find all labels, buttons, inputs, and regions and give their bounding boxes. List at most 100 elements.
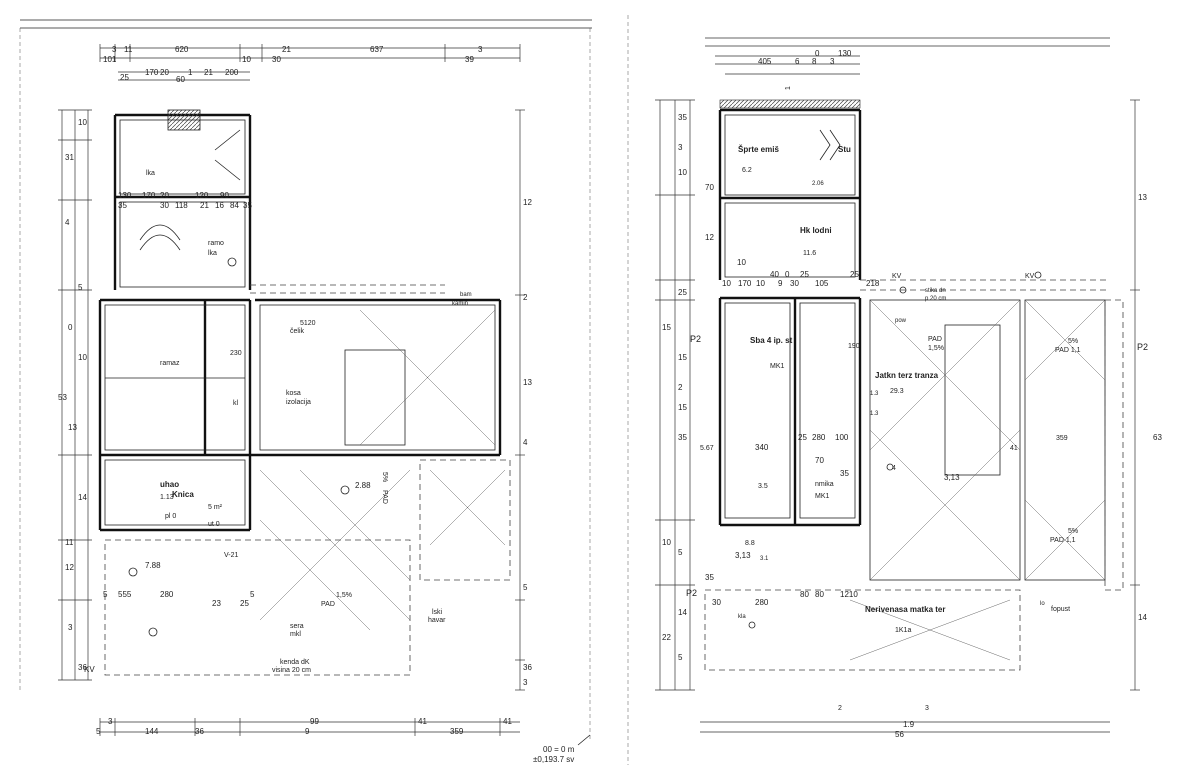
plan-label: kamin xyxy=(452,301,468,307)
plan-label: PAD xyxy=(381,490,388,504)
inner-dim: 9 xyxy=(778,279,783,288)
inner-dim: 5 xyxy=(103,590,108,599)
bottom-dim: 99 xyxy=(310,717,319,726)
plan-label: 5120 xyxy=(300,320,316,327)
inner-dim: 280 xyxy=(160,590,174,599)
plan-label: kenda dK xyxy=(280,659,310,666)
left-dim: 0 xyxy=(68,323,73,332)
inner-dim: 30 xyxy=(790,279,799,288)
right-dim: 3 xyxy=(523,678,528,687)
right-floor-plan: 0 130 405 6 8 3 35 3 10 70 12 10 25 15 1… xyxy=(655,37,1162,739)
plan-label: 4 xyxy=(892,465,896,472)
inner-dim: 35 xyxy=(243,201,252,210)
inner-dim: 30 xyxy=(712,598,721,607)
left-dim: 4 xyxy=(65,218,70,227)
plan-label: havar xyxy=(428,617,446,624)
room-area: 1.13 xyxy=(160,494,174,501)
inner-dim: 130 xyxy=(118,191,132,200)
left-dim: 14 xyxy=(78,493,87,502)
level-arrow xyxy=(577,734,591,746)
inner-dim: 5 xyxy=(250,590,255,599)
plan-label: 1,5% xyxy=(928,345,944,352)
level-marker: 00 = 0 m xyxy=(543,745,575,754)
top-dim: 10 xyxy=(242,55,251,64)
inner-dim: 25 xyxy=(240,599,249,608)
plan-label: V-21 xyxy=(224,552,239,559)
level-marker: ±0,193.7 sv xyxy=(533,755,574,764)
bottom-dim: 144 xyxy=(145,727,159,736)
plan-label: P2 xyxy=(1137,342,1148,352)
right-dim: 4 xyxy=(523,438,528,447)
inner-dim: 40 xyxy=(770,270,779,279)
plan-label: bam xyxy=(460,292,472,298)
right-dim: 36 xyxy=(523,663,532,672)
left-plan-walls xyxy=(98,113,502,532)
room-name: Sba 4 ip. st xyxy=(750,336,793,345)
inner-dim: 555 xyxy=(118,590,132,599)
plan-label: stika dn xyxy=(925,288,946,294)
left-dim: 10 xyxy=(78,118,87,127)
left-dim: 5 xyxy=(678,653,683,662)
left-dim: 15 xyxy=(678,403,687,412)
top-dim: 620 xyxy=(175,45,189,54)
plan-label: kl xyxy=(233,400,239,407)
plan-label: 3,13 xyxy=(735,551,751,560)
top-dim: 170 xyxy=(145,68,159,77)
top-dim: 39 xyxy=(465,55,474,64)
inner-dim: 25 xyxy=(850,270,859,279)
door-label: 1 xyxy=(785,86,792,90)
plan-label: kla xyxy=(738,614,746,620)
inner-dim: 84 xyxy=(230,201,239,210)
left-dim: 15 xyxy=(678,353,687,362)
plan-label: visina 20 cm xyxy=(272,667,311,674)
plan-label: lski xyxy=(432,609,443,616)
left-dim: 53 xyxy=(58,393,67,402)
inner-dim: 30 xyxy=(160,201,169,210)
right-dim: 63 xyxy=(1153,433,1162,442)
plan-label: 5% xyxy=(381,472,388,482)
inner-dim: 105 xyxy=(815,279,829,288)
plan-label: mkl xyxy=(290,631,301,638)
top-dim: 25 xyxy=(120,73,129,82)
plan-label: ut 0 xyxy=(208,521,220,528)
top-dim: 1 xyxy=(188,68,193,77)
plan-label: 2.88 xyxy=(355,481,371,490)
top-dim: 637 xyxy=(370,45,384,54)
left-dim: 10 xyxy=(662,538,671,547)
plan-label: 359 xyxy=(1056,435,1068,442)
plan-label: 1.9 xyxy=(903,720,915,729)
plan-label: 56 xyxy=(895,730,904,739)
room-area: 29.3 xyxy=(890,388,904,395)
left-dim: 35 xyxy=(705,573,714,582)
top-dim: 200 xyxy=(225,68,239,77)
left-dim: 10 xyxy=(737,258,746,267)
plan-label: PAD xyxy=(321,601,335,608)
door-label: 2 xyxy=(838,705,842,712)
plan-label: PAD xyxy=(928,336,942,343)
room-name: Nerivenasa matka ter xyxy=(865,605,946,614)
left-dim: 2 xyxy=(678,383,683,392)
left-dim: 12 xyxy=(65,563,74,572)
plan-label: 5.67 xyxy=(700,445,714,452)
left-dim: 36 xyxy=(78,663,87,672)
left-dim: 10 xyxy=(678,168,687,177)
plan-label: 1,5% xyxy=(336,592,352,599)
inner-dim: 21 xyxy=(200,201,209,210)
inner-dim: 280 xyxy=(755,598,769,607)
plan-label: ramaz xyxy=(160,360,180,367)
plan-label: lka xyxy=(146,170,155,177)
room-area: 1K1a xyxy=(895,627,911,634)
left-dim: 25 xyxy=(678,288,687,297)
inner-dim: 25 xyxy=(800,270,809,279)
plan-label: 5% xyxy=(1068,338,1078,345)
inner-dim: 118 xyxy=(175,201,188,210)
inner-dim: 218 xyxy=(866,279,880,288)
top-dim: 21 xyxy=(282,45,291,54)
inner-dim: 0 xyxy=(785,270,790,279)
left-dim: 22 xyxy=(662,633,671,642)
left-dim: 14 xyxy=(678,608,687,617)
left-dim: 31 xyxy=(65,153,74,162)
plan-label: 2.06 xyxy=(812,181,824,187)
inner-dim: 25 xyxy=(798,433,807,442)
